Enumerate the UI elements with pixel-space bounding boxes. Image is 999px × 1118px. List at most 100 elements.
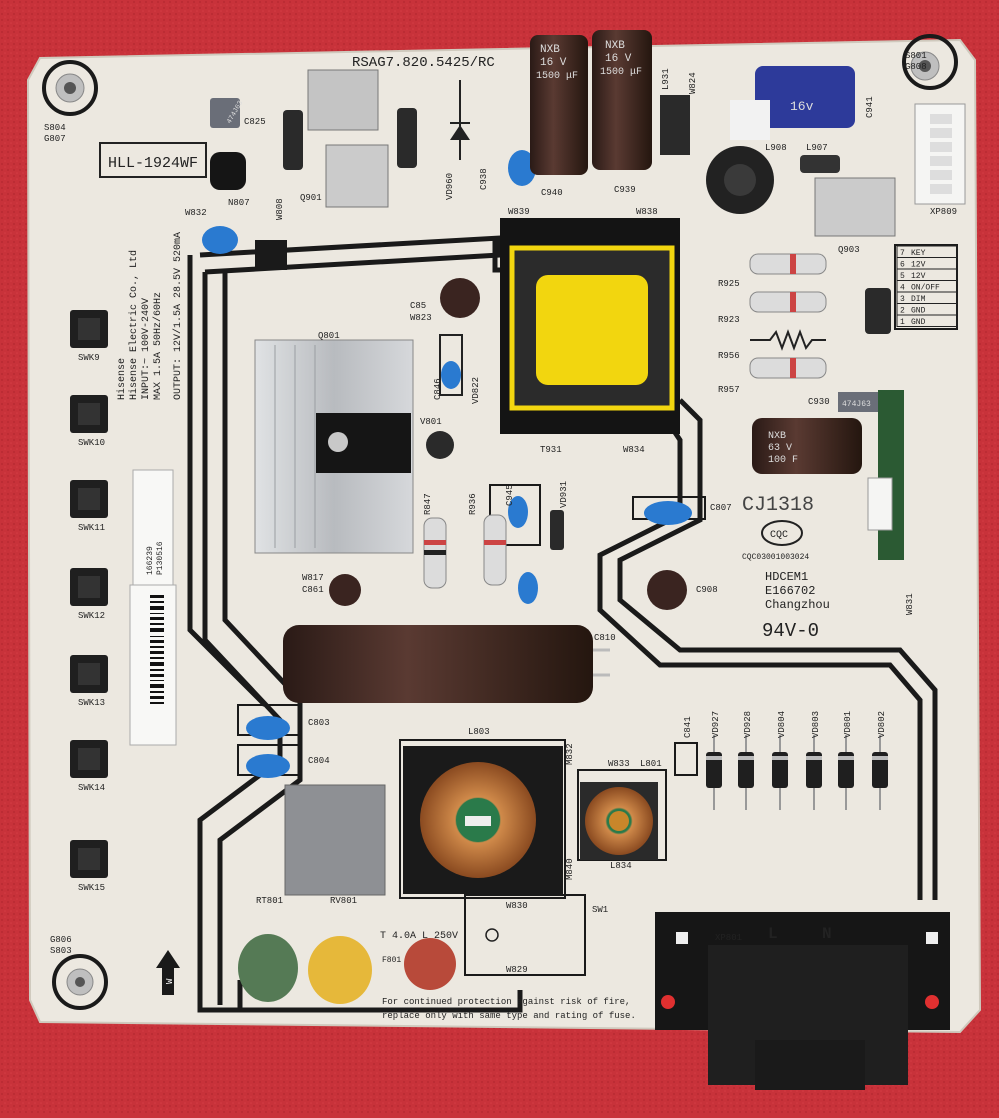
label-c945: C945 (505, 484, 515, 506)
label-vd931: VD931 (559, 481, 569, 508)
switch-label: SWK15 (78, 883, 105, 893)
cap-474j63-text: 474J63 (842, 400, 871, 409)
diode-vd928: VD928 (738, 711, 754, 810)
resistor-r936: R936 (468, 493, 507, 586)
inductor-l801: W833 L801 L834 (580, 759, 662, 871)
cqc-number: CQC03001003024 (742, 553, 809, 562)
direction-arrow: W (156, 950, 180, 995)
maker-full-label: Hisense Electric Co., Ltd (128, 250, 140, 400)
switch-label: SWK10 (78, 438, 105, 448)
inductor-l803: L803 M832 M840 (403, 727, 575, 894)
ul-file: E166702 (765, 584, 815, 598)
capacitor-c945 (508, 496, 528, 528)
capacitor-474j63 (838, 392, 878, 412)
x-capacitor (284, 784, 386, 896)
label-r957: R957 (718, 385, 740, 395)
label-l908: L908 (765, 143, 787, 153)
transistor-to92 (426, 431, 454, 459)
pin-number: 5 (900, 272, 905, 281)
label-w829: W829 (506, 965, 528, 975)
label-g807: G807 (44, 134, 66, 144)
mounting-hole-bl (52, 954, 108, 1010)
label-c803: C803 (308, 718, 330, 728)
label-w823: W823 (410, 313, 432, 323)
cap-blue-text: 16v (790, 99, 814, 114)
capacitor-c85 (440, 278, 480, 318)
diode-label: VD803 (811, 711, 821, 738)
tact-switch-swk12: SWK12 (70, 568, 108, 621)
capacitor-c807 (644, 501, 692, 525)
tact-switch-swk11: SWK11 (70, 480, 108, 533)
label-v801: V801 (420, 417, 442, 427)
pin-name: 12V (911, 261, 926, 270)
diode-l907 (800, 155, 840, 173)
label-q901: Q901 (300, 193, 322, 203)
label-c807: C807 (710, 503, 732, 513)
pin-name: GND (911, 318, 926, 327)
label-l931: L931 (661, 68, 671, 90)
cap-63v-brand: NXB (768, 431, 786, 442)
diode-label: VD927 (711, 711, 721, 738)
label-c825: C825 (244, 117, 266, 127)
flammability-rating: 94V-0 (762, 620, 819, 642)
label-c846: C846 (433, 378, 443, 400)
label-w808: W808 (275, 198, 285, 220)
cap-c939-brand: NXB (605, 40, 625, 52)
cap-c940-brand: NXB (540, 44, 560, 56)
sticker-1-text-2: P130516 (156, 541, 165, 575)
transformer-small-1 (307, 69, 379, 131)
pin-number: 1 (900, 318, 905, 327)
label-sw1: SW1 (592, 905, 608, 915)
label-w824: W824 (688, 72, 698, 94)
label-r956: R956 (718, 351, 740, 361)
switch-label: SWK13 (78, 698, 105, 708)
left-labels: HLL-1924WF S804 G807 G806 S803 Hisense H… (44, 123, 207, 956)
label-w838: W838 (636, 207, 658, 217)
diode-1 (283, 110, 303, 170)
tact-switch-swk14: SWK14 (70, 740, 108, 793)
label-m840: M840 (565, 858, 575, 880)
label-s804: S804 (44, 123, 66, 133)
pin-name: 12V (911, 272, 926, 281)
label-w830: W830 (506, 901, 528, 911)
label-w832: W832 (185, 208, 207, 218)
pin-name: DIM (911, 295, 926, 304)
fuse-f801: T 4.0A L 250V F801 (380, 931, 458, 990)
label-c908: C908 (696, 585, 718, 595)
mains-l: L (768, 925, 778, 943)
capacitor-c804 (246, 754, 290, 778)
cap-63v-uf: 100 F (768, 455, 798, 466)
label-c939: C939 (614, 185, 636, 195)
pin-number: 6 (900, 261, 905, 270)
capacitor-blue-16v: 16v C941 (730, 66, 875, 140)
input-label: INPUT:~ 100V-240V (141, 298, 152, 400)
fuse-warning-line-2: replace only with same type and rating o… (382, 1011, 636, 1021)
tact-switch-swk15: SWK15 (70, 840, 108, 893)
diode-vd803: VD803 (806, 711, 822, 810)
label-q801: Q801 (318, 331, 340, 341)
sticker-1 (132, 469, 174, 586)
label-r847: R847 (423, 493, 433, 515)
connector-xp809: XP809 (914, 103, 966, 217)
label-t931: T931 (540, 445, 562, 455)
resistors-right: R925 R923 R956 R957 (718, 253, 827, 395)
diode-label: VD802 (877, 711, 887, 738)
tact-switch-swk9: SWK9 (70, 310, 108, 363)
label-rt801: RT801 (256, 896, 283, 906)
transistor-n807: N807 (210, 152, 250, 208)
date-code-stamp: CJ1318 (742, 494, 814, 517)
label-rv801: RV801 (330, 896, 357, 906)
tact-switch-swk13: SWK13 (70, 655, 108, 708)
label-s801: S801 (905, 51, 927, 61)
fuse-warning-line-1: For continued protection against risk of… (382, 997, 630, 1007)
label-q903: Q903 (838, 245, 860, 255)
label-r936: R936 (468, 493, 478, 515)
model-label: HLL-1924WF (108, 155, 198, 172)
connector-small (867, 477, 893, 531)
diode-label: VD801 (843, 711, 853, 738)
label-c861: C861 (302, 585, 324, 595)
